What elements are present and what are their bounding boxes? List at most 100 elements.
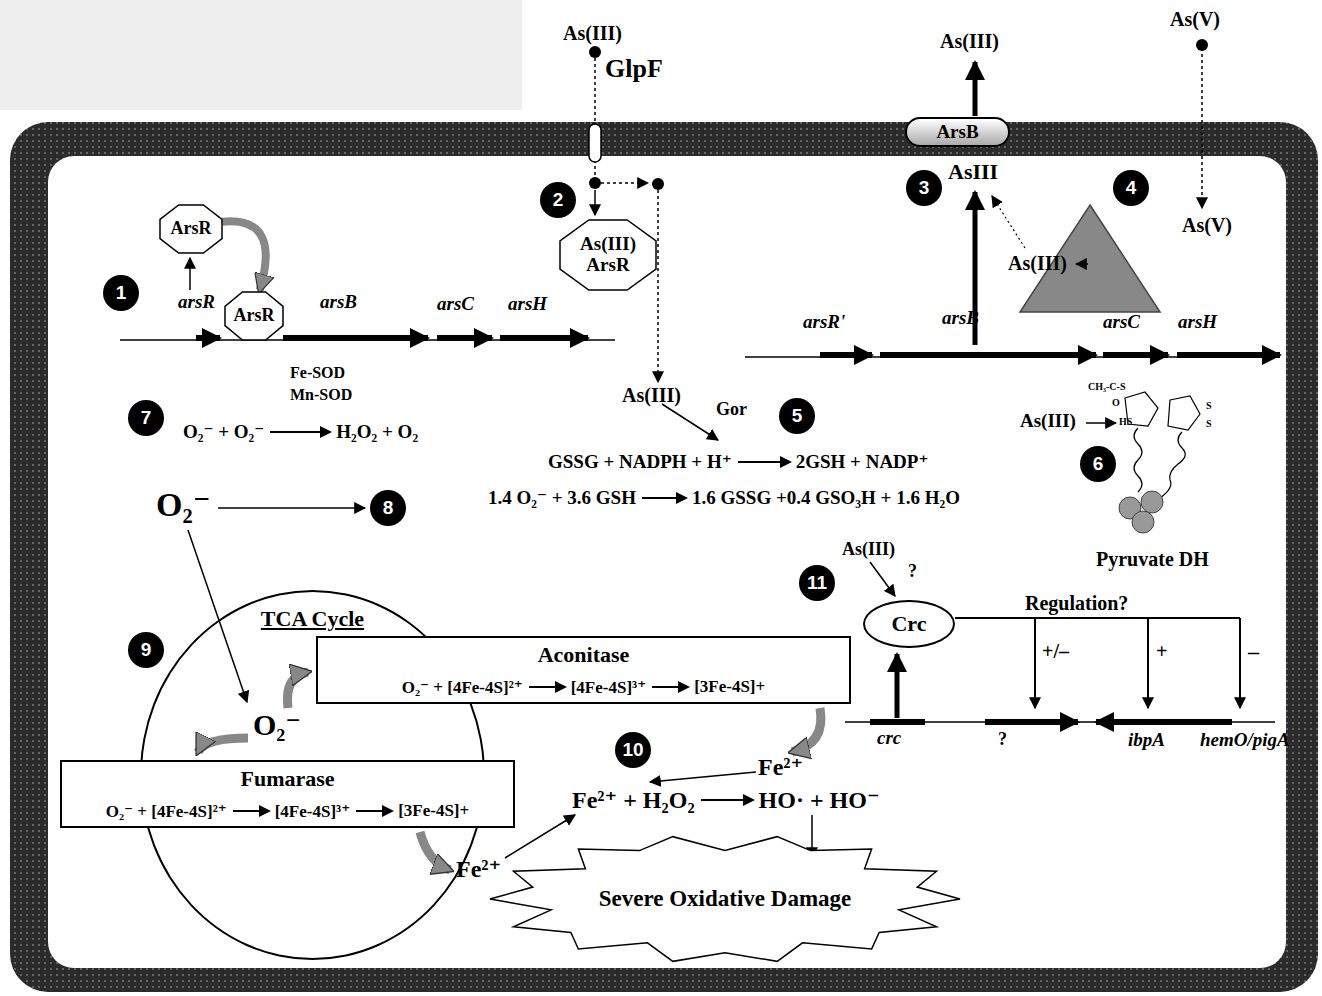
callout-number: 9 (128, 632, 164, 668)
arrow-shaft (738, 461, 782, 463)
reaction-arrow (736, 455, 792, 469)
gene-name: arsB (320, 292, 357, 313)
arrow-head (320, 426, 332, 438)
text-label: As(III) (563, 22, 622, 44)
callout-number: 1 (103, 275, 139, 311)
reaction-term: O₂⁻ + [4Fe-4S]²⁺ (402, 677, 523, 698)
text-label: + (1156, 640, 1167, 662)
reaction-arrow (640, 491, 688, 505)
gene-name: ibpA (1128, 730, 1165, 751)
text-label: O (1112, 397, 1120, 408)
arrow-shaft (270, 431, 322, 433)
chemical-equation: GSSG + NADPH + H⁺ 2GSH + NADP⁺ (548, 450, 928, 473)
equation-term: GSSG + NADPH + H⁺ (548, 450, 732, 473)
arrow-shaft (233, 810, 261, 812)
reaction-arrow (231, 804, 271, 818)
text-label: As(III) (940, 30, 999, 52)
text-label: Fe²⁺ (758, 754, 803, 780)
text-label: O₂⁻ (156, 486, 211, 523)
reaction-arrow (650, 680, 690, 694)
text-label: Fe-SOD (290, 364, 345, 382)
arrow-shaft (529, 686, 557, 688)
gene-name: arsC (437, 294, 474, 315)
node-label: As(III) ArsR (560, 234, 656, 276)
callout-number: 3 (906, 170, 942, 206)
text-label: CH₃-C-S (1088, 381, 1125, 392)
text-label: As(III) (842, 540, 895, 560)
curved-arrow (222, 221, 266, 290)
text-label: ? (998, 730, 1007, 750)
text-label: As(V) (1182, 214, 1232, 236)
text-label: – (1248, 640, 1259, 664)
equation-term: 1.4 O₂⁻ + 3.6 GSH (488, 486, 636, 509)
equation-term: H₂O₂ + O₂ (336, 421, 418, 443)
text-label: As(III) (622, 384, 681, 406)
equation-term: O₂⁻ + O₂⁻ (183, 420, 264, 443)
reaction-term: [4Fe-4S]³⁺ (275, 801, 350, 822)
gene-name: hemO/pigA (1200, 730, 1290, 751)
text-label: Gor (716, 400, 747, 420)
reaction-arrow (699, 793, 755, 807)
node-label: Severe Oxidative Damage (599, 886, 852, 911)
burst-node: Severe Oxidative Damage (490, 835, 960, 963)
gene-name: arsR' (803, 312, 845, 333)
callout-number: 8 (370, 490, 406, 526)
gene-name: arsH (508, 294, 547, 315)
gene-name: arsH (1178, 312, 1217, 333)
node-label: TCA Cycle (261, 606, 364, 632)
shape-fill (225, 292, 283, 340)
text-label: ? (908, 562, 917, 582)
shape-fill (160, 205, 222, 253)
text-label: Pyruvate DH (1096, 548, 1209, 570)
reaction-term: [4Fe-4S]³⁺ (571, 677, 646, 698)
node-label: ArsR (234, 306, 275, 326)
text-label: Regulation? (1025, 592, 1128, 614)
arrow-head (555, 681, 567, 693)
corner-patch (0, 0, 522, 110)
callout-number: 11 (799, 565, 835, 601)
text-label: +/– (1042, 640, 1069, 662)
callout-number: 7 (128, 400, 164, 436)
gene-name: crc (877, 728, 901, 749)
callout-number: 4 (1113, 170, 1149, 206)
arrow-shaft (642, 497, 678, 499)
reaction-term: [3Fe-4S]+ (694, 677, 765, 697)
chemical-equation: Fe²⁺ + H₂O₂ HO· + HO⁻ (572, 785, 880, 814)
arrow-head (678, 681, 690, 693)
text-label: S (1206, 400, 1212, 411)
cytoplasm (48, 156, 1286, 968)
arrow-head (743, 794, 755, 806)
oct-node: ArsR (225, 292, 283, 340)
reaction-arrow (354, 804, 394, 818)
text-label: As(III) (1008, 252, 1067, 274)
enzyme-name: Fumarase (240, 766, 334, 792)
shape-fill (490, 837, 960, 962)
node-label: ArsB (936, 121, 978, 143)
equation-term: Fe²⁺ + H₂O₂ (572, 785, 695, 814)
reaction-term: O₂⁻ + [4Fe-4S]²⁺ (106, 801, 227, 822)
reaction-term: [3Fe-4S]+ (398, 801, 469, 821)
shape-fill (560, 220, 656, 290)
gene-name: arsB (942, 308, 979, 329)
arrow-shaft (701, 799, 745, 801)
arrow-shaft (652, 686, 680, 688)
arrow-head (382, 805, 394, 817)
callout-number: 5 (779, 398, 815, 434)
text-label: HS (1119, 416, 1132, 427)
chemical-equation: O₂⁻ + O₂⁻ H₂O₂ + O₂ (183, 420, 418, 443)
text-label: Mn-SOD (290, 386, 352, 404)
reaction-equation: O₂⁻ + [4Fe-4S]²⁺ [4Fe-4S]³⁺ [3Fe-4S]+ (402, 677, 765, 698)
oct-node: ArsR (160, 205, 222, 253)
text-label: AsIII (948, 160, 998, 184)
equation-term: HO· + HO⁻ (759, 785, 880, 814)
box-node: FumaraseO₂⁻ + [4Fe-4S]²⁺ [4Fe-4S]³⁺ [3Fe-4… (60, 760, 515, 828)
ell-node: Crc (863, 600, 955, 648)
chemical-equation: 1.4 O₂⁻ + 3.6 GSH 1.6 GSSG +0.4 GSO₃H + 1… (488, 486, 960, 509)
reaction-arrow (268, 425, 332, 439)
equation-term: 1.6 GSSG +0.4 GSO₃H + 1.6 H₂O (692, 487, 960, 509)
gene-name: arsC (1103, 312, 1140, 333)
oct-node: As(III) ArsR (560, 220, 656, 290)
text-label: As(III) (1020, 411, 1076, 432)
reaction-arrow (527, 680, 567, 694)
equation-term: 2GSH + NADP⁺ (796, 450, 929, 473)
